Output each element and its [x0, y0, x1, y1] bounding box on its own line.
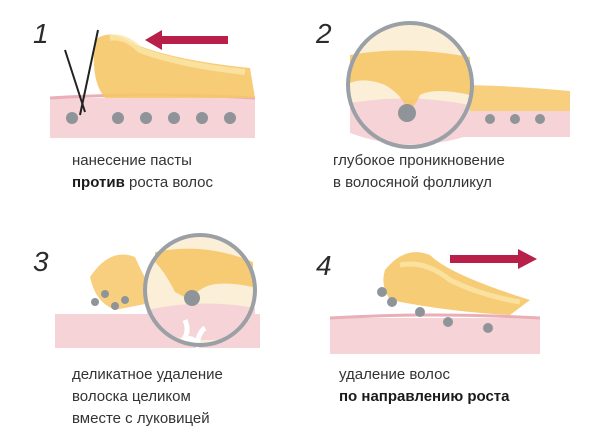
- hair-bulb: [101, 290, 109, 298]
- caption-bold: против: [72, 174, 125, 191]
- paste-blob: [455, 85, 570, 111]
- step-1-caption: нанесение пасты против роста волос: [72, 150, 213, 194]
- step-number-3: 3: [33, 246, 49, 277]
- magnified-paste: [350, 50, 470, 111]
- hair-bulb: [387, 297, 397, 307]
- caption-line: удаление волос: [339, 366, 450, 383]
- hair-bulb: [483, 323, 493, 333]
- step-number-2: 2: [316, 18, 332, 49]
- hair-bulb: [196, 112, 208, 124]
- hair-bulb: [377, 287, 387, 297]
- caption-line: против роста волос: [72, 172, 213, 194]
- paste-blob: [93, 34, 255, 98]
- magnified-skin: [147, 303, 255, 341]
- hair: [79, 29, 99, 116]
- magnified-paste: [155, 248, 253, 300]
- step-4-caption: удаление волос по направлению роста: [339, 364, 509, 408]
- hair-bulb: [111, 302, 119, 310]
- step-3-illustration: [55, 233, 260, 352]
- hair-bulb: [443, 317, 453, 327]
- skin-layer: [50, 98, 255, 138]
- hair-bulb: [485, 114, 495, 124]
- hair-bulb: [112, 112, 124, 124]
- magnifier-ring: [143, 233, 257, 347]
- step-3-caption: деликатное удаление волоска целиком вмес…: [72, 364, 223, 430]
- arrow-left-icon: [145, 30, 228, 50]
- hair-bulb: [184, 290, 200, 306]
- caption-line: вместе с луковицей: [72, 410, 210, 427]
- caption-line: волоска целиком: [72, 388, 191, 405]
- hair-bulb: [398, 104, 416, 122]
- skin-layer: [330, 318, 540, 354]
- hair-bulb: [91, 298, 99, 306]
- step-4-illustration: [329, 249, 541, 354]
- paste-highlight: [109, 34, 246, 75]
- caption-line: нанесение пасты: [72, 152, 192, 169]
- caption-line: деликатное удаление: [72, 366, 223, 383]
- hair-bulb: [415, 307, 425, 317]
- step-number-1: 1: [33, 18, 49, 49]
- caption-line: глубокое проникновение: [333, 152, 505, 169]
- hair-bulb: [535, 114, 545, 124]
- step-2-caption: глубокое проникновение в волосяной фолли…: [333, 150, 505, 194]
- hair-bulb: [121, 296, 129, 304]
- empty-follicle: [181, 319, 207, 352]
- hair: [64, 49, 86, 113]
- hair-bulb: [66, 112, 78, 124]
- paste-highlight: [399, 261, 521, 305]
- caption-line: в волосяной фолликул: [333, 174, 492, 191]
- hair-bulb: [168, 112, 180, 124]
- skin-surface: [329, 313, 541, 320]
- magnifier-ring: [346, 21, 474, 149]
- caption-rest: роста волос: [124, 174, 213, 191]
- arrow-right-icon: [450, 249, 537, 269]
- magnified-skin: [350, 98, 470, 145]
- caption-line: по направлению роста: [339, 386, 509, 408]
- hair-bulb: [140, 112, 152, 124]
- hair-bulb: [510, 114, 520, 124]
- hair-bulb: [224, 112, 236, 124]
- step-number-4: 4: [316, 250, 332, 281]
- step-2-illustration: [346, 21, 570, 149]
- step-1-illustration: [49, 29, 256, 138]
- caption-bold: по направлению роста: [339, 388, 510, 405]
